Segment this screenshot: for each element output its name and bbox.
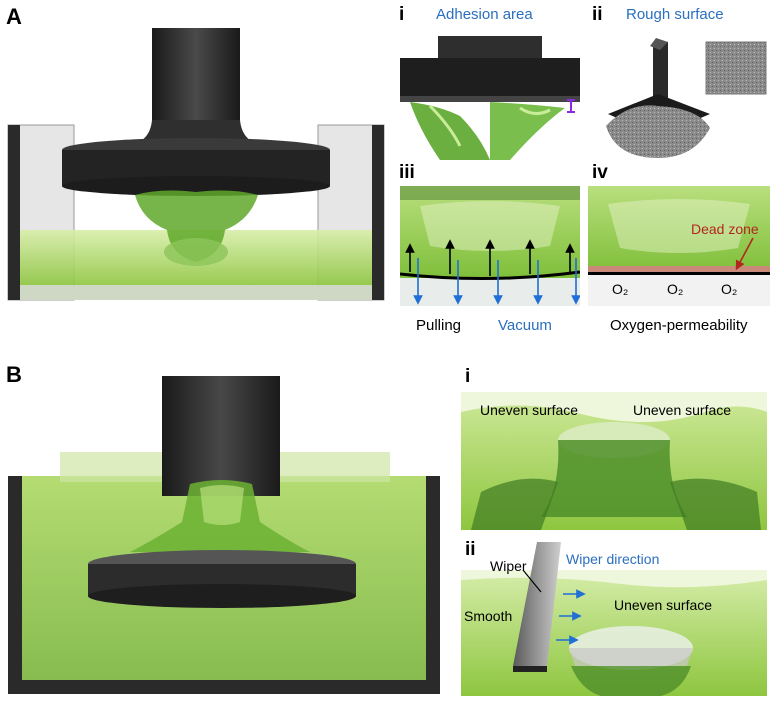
vacuum-caption: Vacuum — [498, 317, 552, 334]
oxygen-label-3: O₂ — [721, 281, 738, 297]
panel-b-i-illustration — [461, 392, 767, 530]
oxygen-permeability-caption: Oxygen-permeability — [610, 317, 748, 334]
dead-zone-label: Dead zone — [691, 221, 759, 237]
pulling-caption: Pulling — [416, 317, 462, 334]
uneven-surface-left-label: Uneven surface — [480, 402, 579, 418]
adhesion-area-title: Adhesion area — [436, 6, 533, 23]
oxygen-label-2: O₂ — [667, 281, 684, 297]
panel-a-vat-illustration — [7, 28, 385, 301]
rough-surface-title: Rough surface — [626, 6, 724, 23]
smooth-label: Smooth — [464, 608, 513, 624]
uneven-surface-right-label: Uneven surface — [633, 402, 732, 418]
panel-b-ii-numeral: ii — [465, 539, 476, 560]
panel-a-iv-illustration — [588, 186, 770, 306]
wiper-direction-label: Wiper direction — [566, 551, 660, 567]
panel-b-letter: B — [6, 362, 22, 387]
panel-b-i-numeral: i — [465, 366, 471, 387]
panel-a-ii-numeral: ii — [592, 4, 603, 25]
panel-a-iii-numeral: iii — [399, 162, 415, 183]
panel-a-letter: A — [6, 4, 22, 29]
panel-a-ii-illustration — [606, 38, 767, 158]
panel-a-iii-illustration — [400, 186, 580, 306]
panel-b-vat-illustration — [8, 376, 440, 694]
panel-a-i-numeral: i — [399, 4, 405, 25]
uneven-surface-label: Uneven surface — [614, 597, 713, 613]
panel-b-ii-illustration — [461, 542, 767, 696]
panel-a-i-illustration — [400, 36, 580, 160]
wiper-label: Wiper — [490, 558, 527, 574]
oxygen-label-1: O₂ — [612, 281, 629, 297]
panel-a-iv-numeral: iv — [592, 162, 608, 183]
